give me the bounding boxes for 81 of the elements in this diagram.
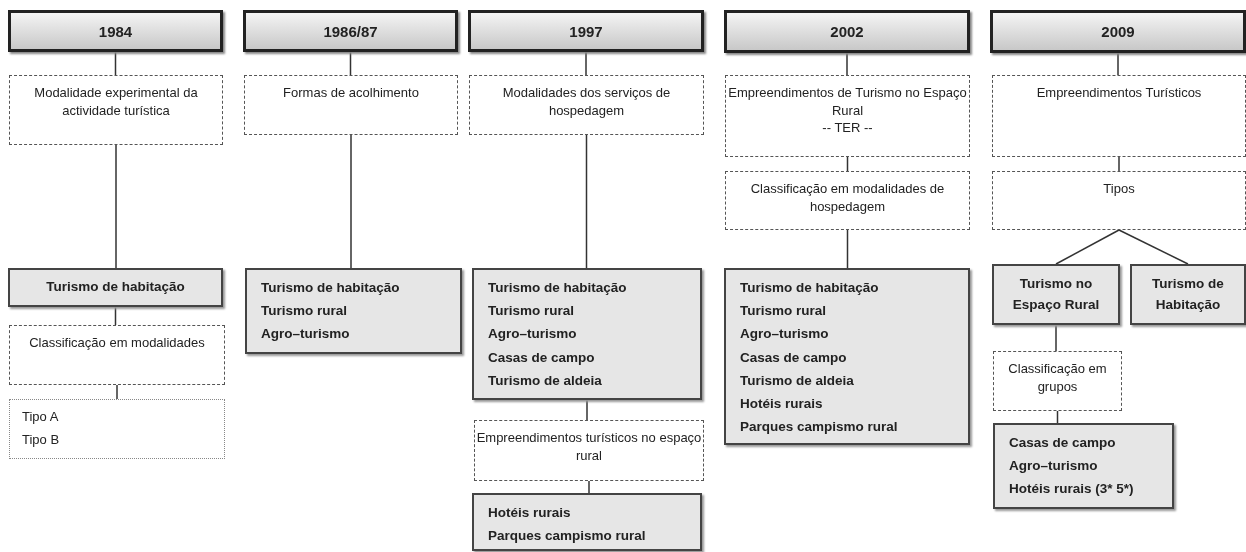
category-box xyxy=(725,171,970,230)
connector-line xyxy=(349,51,352,76)
list-item: Casas de campo xyxy=(1009,434,1117,452)
box-text: -- TER -- xyxy=(822,119,873,137)
list-item: Agro–turismo xyxy=(261,325,351,344)
type-box xyxy=(1130,264,1246,325)
list-item: Turismo rural xyxy=(740,302,828,321)
year-box xyxy=(990,10,1246,53)
box-text: Turismo de habitação xyxy=(46,278,185,297)
connector-line xyxy=(846,52,848,76)
category-box xyxy=(993,351,1122,411)
year-label: 1997 xyxy=(569,22,603,40)
box-text: Classificação em modalidades de hospedagem xyxy=(749,180,946,216)
connector-line xyxy=(115,144,117,269)
list-item: Hotéis rurais (3* 5*) xyxy=(1009,480,1135,499)
connector-line xyxy=(1118,156,1120,172)
category-box xyxy=(992,171,1246,230)
list-item: Agro–turismo xyxy=(488,325,578,344)
connector-line xyxy=(114,51,117,76)
category-box xyxy=(992,75,1246,157)
list-box xyxy=(472,268,702,400)
box-text: Turismo no Espaço Rural xyxy=(1011,275,1101,314)
type-box xyxy=(8,268,223,307)
list-item: Turismo rural xyxy=(261,302,349,321)
year-label: 1984 xyxy=(98,22,133,40)
list-item: Tipo A xyxy=(22,408,60,427)
list-item: Turismo de habitação xyxy=(261,279,401,297)
connector-line xyxy=(846,229,849,269)
connector-line xyxy=(585,51,587,76)
category-box xyxy=(9,75,223,145)
box-text: Empreendimentos turísticos no espaço rural xyxy=(475,429,703,465)
connector-line xyxy=(1055,324,1057,352)
connector-line xyxy=(588,480,590,494)
connector-line xyxy=(350,134,352,269)
year-box xyxy=(468,10,704,52)
connector-line xyxy=(585,134,588,269)
box-text: Classificação em modalidades xyxy=(29,334,205,352)
list-item: Casas de campo xyxy=(740,348,848,367)
type-box xyxy=(992,264,1120,325)
box-text: Empreendimentos de Turismo no Espaço Rural xyxy=(727,84,968,120)
connector-line xyxy=(116,384,118,400)
year-box xyxy=(243,10,458,52)
category-box xyxy=(469,75,704,135)
list-item: Agro–turismo xyxy=(740,325,830,344)
connector-line xyxy=(1117,52,1119,76)
list-item: Parques campismo rural xyxy=(488,527,647,546)
category-box xyxy=(474,420,704,481)
list-item: Turismo de habitação xyxy=(740,279,880,297)
list-item: Casas de campo xyxy=(488,348,596,367)
category-box xyxy=(725,75,970,157)
list-item: Turismo de aldeia xyxy=(740,371,855,390)
box-text: Modalidades dos serviços de hospedagem xyxy=(501,84,672,120)
year-label: 2009 xyxy=(1101,23,1135,40)
type-box xyxy=(9,399,225,459)
list-item: Hotéis rurais xyxy=(488,504,572,522)
year-box xyxy=(8,10,223,52)
list-item: Hotéis rurais xyxy=(740,395,824,414)
list-item: Parques campismo rural xyxy=(740,418,899,437)
year-label: 2002 xyxy=(830,23,864,40)
connector-line xyxy=(1118,229,1189,265)
category-box xyxy=(9,325,225,385)
list-item: Turismo de aldeia xyxy=(488,371,603,390)
list-item: Agro–turismo xyxy=(1009,457,1099,476)
category-box xyxy=(244,75,458,135)
box-text: Formas de acolhimento xyxy=(283,84,419,102)
box-text: Tipos xyxy=(1103,180,1135,198)
list-box xyxy=(724,268,970,445)
box-text: Classificação em grupos xyxy=(1007,360,1108,396)
box-text: Empreendimentos Turísticos xyxy=(1036,84,1202,102)
year-box xyxy=(724,10,970,53)
list-item: Turismo de habitação xyxy=(488,279,628,297)
connector-line xyxy=(1055,229,1120,265)
list-box xyxy=(993,423,1174,509)
year-label: 1986/87 xyxy=(323,22,378,40)
box-text: Modalidade experimental da actividade turística xyxy=(33,84,199,120)
list-box xyxy=(472,493,702,551)
list-box xyxy=(245,268,462,354)
list-item: Tipo B xyxy=(22,431,61,449)
list-item: Turismo rural xyxy=(488,302,576,321)
connector-line xyxy=(586,399,588,421)
box-text: Turismo de Habitação xyxy=(1151,275,1225,314)
